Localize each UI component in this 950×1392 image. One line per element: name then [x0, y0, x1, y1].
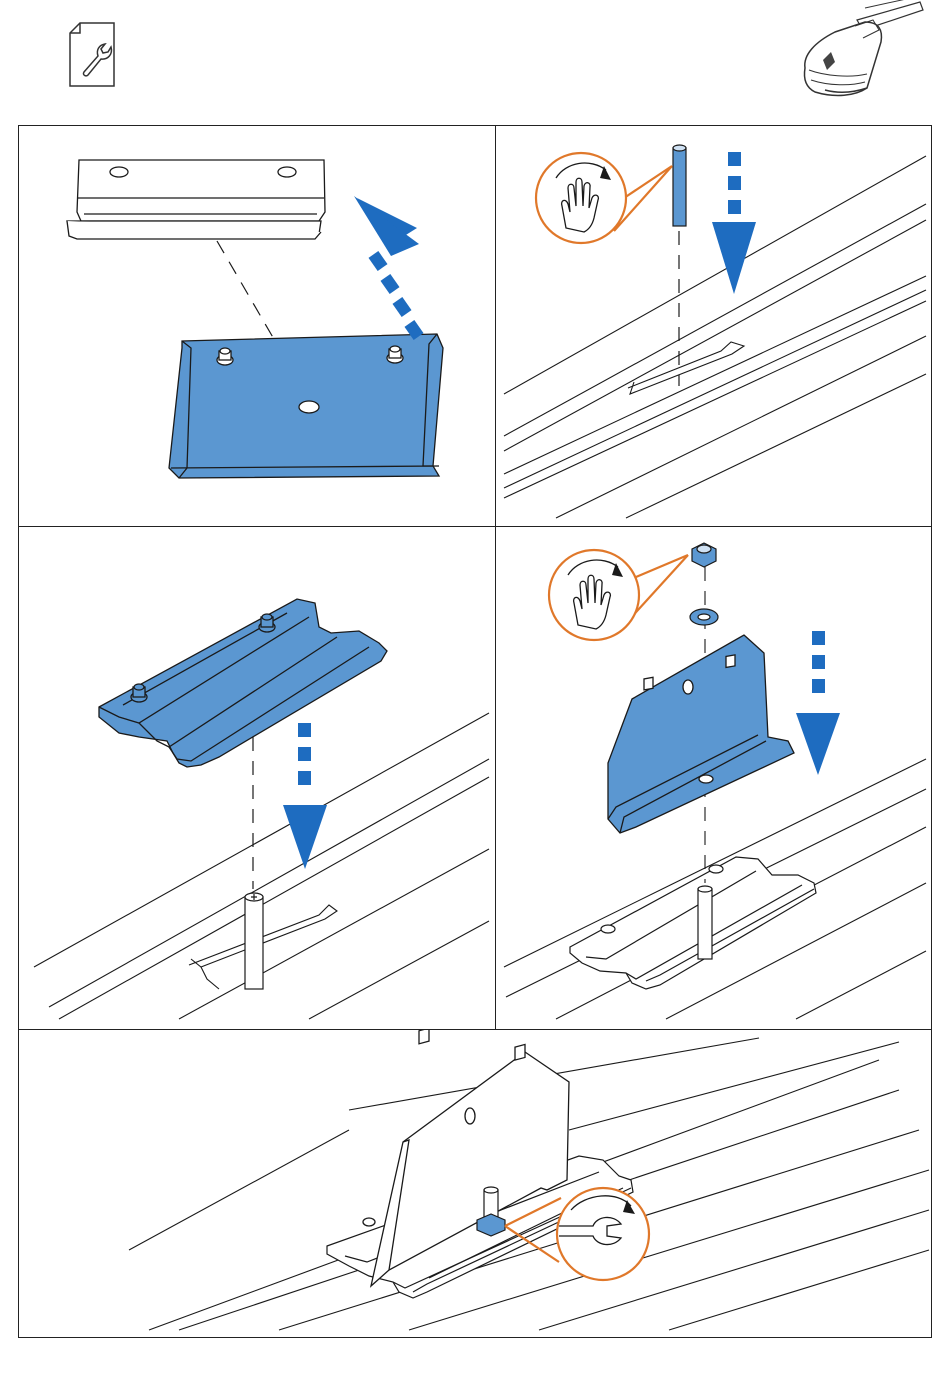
lock-nut-part [692, 543, 716, 567]
threaded-stud-part [245, 737, 263, 989]
washer-part [690, 609, 718, 625]
bracket-part [608, 635, 794, 833]
roof-rack-foot-icon [795, 0, 925, 110]
step-5-panel [18, 1029, 932, 1338]
wrench-document-icon [68, 20, 116, 88]
step-1-panel [18, 125, 496, 527]
channel-slider-part [99, 599, 387, 767]
step-3-panel [18, 526, 496, 1030]
step-4-panel [495, 526, 932, 1030]
hand-rotate-icon [536, 153, 672, 243]
channel-slider-part [67, 160, 325, 239]
blue-arrow-lift-icon [354, 196, 424, 340]
step-2-panel [495, 125, 932, 527]
blue-arrow-down-icon [283, 723, 327, 869]
hand-rotate-icon [549, 550, 688, 640]
mounting-plate-part [169, 334, 443, 478]
threaded-stud-part [673, 145, 686, 386]
blue-arrow-down-icon [796, 631, 840, 775]
channel-slider-installed [570, 857, 816, 989]
